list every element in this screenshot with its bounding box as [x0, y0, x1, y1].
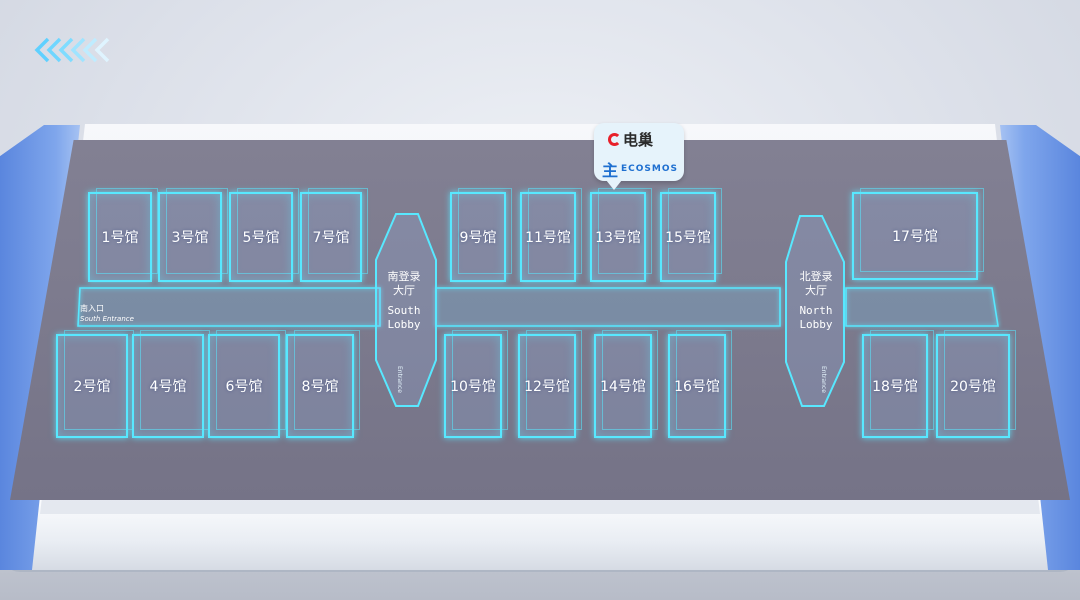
ecosmos-location-marker[interactable]: 电巢 主 ECOSMOS — [594, 123, 684, 190]
hall-16[interactable]: 16号馆 — [668, 330, 732, 438]
hall-13-label: 13号馆 — [595, 230, 641, 246]
ecosmos-brand-en: ECOSMOS — [621, 164, 678, 174]
hall-12-label: 12号馆 — [524, 379, 570, 395]
hall-4-label: 4号馆 — [149, 379, 187, 395]
hall-12[interactable]: 12号馆 — [518, 330, 582, 438]
hall-17[interactable]: 17号馆 — [852, 188, 984, 280]
north-lobby[interactable]: 北登录 大厅 North Lobby Entrance — [780, 214, 852, 408]
hall-1-label: 1号馆 — [101, 230, 139, 246]
hall-4[interactable]: 4号馆 — [132, 330, 210, 438]
hall-10[interactable]: 10号馆 — [444, 330, 508, 438]
hall-2[interactable]: 2号馆 — [56, 330, 134, 438]
hall-18[interactable]: 18号馆 — [862, 330, 934, 438]
hall-3[interactable]: 3号馆 — [158, 188, 228, 282]
hall-20-label: 20号馆 — [950, 379, 996, 395]
hall-15-label: 15号馆 — [665, 230, 711, 246]
hall-1[interactable]: 1号馆 — [88, 188, 158, 282]
ecosmos-glyph: 主 — [602, 161, 620, 180]
ecosmos-ring-icon — [608, 133, 621, 146]
south-lobby-en-line1: South — [387, 304, 421, 317]
hall-8-label: 8号馆 — [301, 379, 339, 395]
south-entrance-en: South Entrance — [80, 315, 134, 323]
hall-17-label: 17号馆 — [892, 229, 938, 245]
south-entrance-label: 南入口 South Entrance — [80, 304, 134, 324]
south-lobby-shape — [375, 213, 437, 407]
hall-8[interactable]: 8号馆 — [286, 330, 360, 438]
south-lobby-entrance-tag: Entrance — [396, 366, 403, 393]
north-lobby-en-line2: Lobby — [799, 318, 833, 331]
hall-13[interactable]: 13号馆 — [590, 188, 652, 282]
hall-10-label: 10号馆 — [450, 379, 496, 395]
north-lobby-cn-line2: 大厅 — [805, 284, 827, 297]
ecosmos-brand-cn: 电巢 — [623, 131, 654, 149]
south-lobby-cn-line1: 南登录 — [387, 270, 421, 283]
hall-14[interactable]: 14号馆 — [594, 330, 658, 438]
hall-7-label: 7号馆 — [312, 230, 350, 246]
north-lobby-cn-line1: 北登录 — [799, 270, 833, 283]
hall-5[interactable]: 5号馆 — [229, 188, 299, 282]
hall-11[interactable]: 11号馆 — [520, 188, 582, 282]
hall-6[interactable]: 6号馆 — [208, 330, 286, 438]
ecosmos-logo: 电巢 — [608, 129, 653, 150]
hall-11-label: 11号馆 — [525, 230, 571, 246]
hall-7[interactable]: 7号馆 — [300, 188, 368, 282]
south-entrance-cn: 南入口 — [80, 304, 104, 313]
ecosmos-wordmark: 主 ECOSMOS — [602, 157, 678, 181]
chevron-left-arrows-icon — [34, 37, 110, 63]
hall-14-label: 14号馆 — [600, 379, 646, 395]
hall-2-label: 2号馆 — [73, 379, 111, 395]
north-lobby-en-line1: North — [799, 304, 833, 317]
hall-9[interactable]: 9号馆 — [450, 188, 512, 282]
south-lobby[interactable]: 南登录 大厅 South Lobby Entrance — [368, 212, 440, 408]
hall-16-label: 16号馆 — [674, 379, 720, 395]
hall-6-label: 6号馆 — [225, 379, 263, 395]
hall-9-label: 9号馆 — [459, 230, 497, 246]
hall-3-label: 3号馆 — [171, 230, 209, 246]
back-button[interactable] — [34, 36, 120, 64]
south-lobby-cn-line2: 大厅 — [393, 284, 415, 297]
south-lobby-en-line2: Lobby — [387, 318, 421, 331]
north-lobby-shape — [785, 215, 845, 407]
hall-20[interactable]: 20号馆 — [936, 330, 1016, 438]
hall-15[interactable]: 15号馆 — [660, 188, 722, 282]
hall-5-label: 5号馆 — [242, 230, 280, 246]
hall-18-label: 18号馆 — [872, 379, 918, 395]
north-lobby-entrance-tag: Entrance — [820, 366, 827, 393]
